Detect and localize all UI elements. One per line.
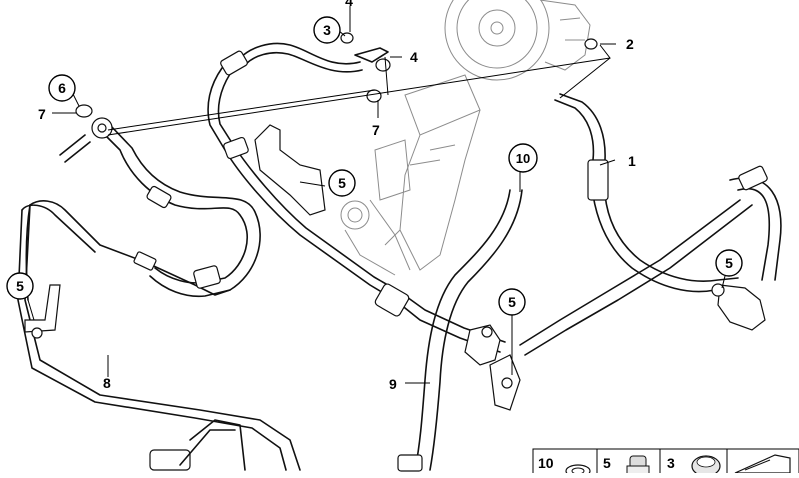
hose-9 — [397, 189, 523, 472]
bracket-left — [24, 284, 61, 339]
label-4-top: 4 — [345, 0, 353, 9]
hose-1 — [519, 93, 782, 356]
callout-5-lower: 5 — [498, 288, 526, 316]
callout-3: 3 — [313, 16, 341, 44]
callout-10: 10 — [508, 143, 538, 173]
label-7-left: 7 — [38, 106, 46, 122]
label-1: 1 — [628, 153, 636, 169]
label-8: 8 — [103, 375, 111, 391]
legend-strip: 10 5 3 — [532, 448, 799, 478]
label-9: 9 — [389, 376, 397, 392]
callout-5-label: 5 — [725, 255, 733, 271]
callout-6-label: 6 — [58, 80, 66, 96]
protective-cap-icon — [691, 455, 721, 477]
label-4: 4 — [410, 49, 418, 65]
callout-5-label: 5 — [338, 175, 346, 191]
callout-5-label: 5 — [16, 278, 24, 294]
callout-5-label: 5 — [508, 294, 516, 310]
callout-5-left: 5 — [6, 272, 34, 300]
legend-item-3-number: 3 — [667, 455, 675, 471]
sealing-ring-icon — [565, 464, 591, 478]
hose-8 — [17, 200, 301, 471]
hose-pressure-top — [207, 42, 506, 353]
steering-pump-ghost — [444, 0, 591, 81]
label-7-right: 7 — [372, 122, 380, 138]
hose-feed-left — [59, 117, 261, 298]
callout-3-label: 3 — [323, 22, 331, 38]
callout-10-label: 10 — [516, 151, 530, 166]
bracket-center — [464, 324, 521, 411]
cap-nut-icon — [626, 455, 650, 475]
legend-item-5-number: 5 — [603, 455, 611, 471]
callout-5-center: 5 — [328, 169, 356, 197]
callout-6: 6 — [48, 74, 76, 102]
steering-gear-ghost — [340, 74, 481, 276]
label-2: 2 — [626, 36, 634, 52]
legend-item-10-number: 10 — [538, 455, 554, 471]
callout-5-right: 5 — [715, 249, 743, 277]
